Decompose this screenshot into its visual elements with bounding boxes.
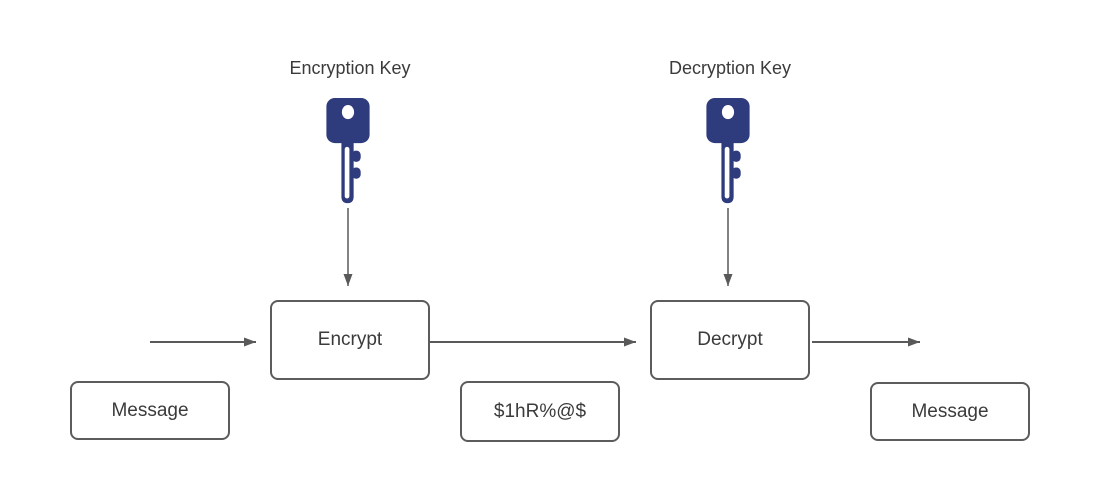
decrypt-node: Decrypt — [650, 300, 810, 380]
key-icon — [326, 98, 370, 204]
message-output-node: Message — [870, 382, 1030, 441]
message-input-node: Message — [70, 381, 230, 440]
key-icon — [706, 98, 750, 204]
message-input-label: Message — [111, 399, 189, 421]
decryption-key-label: Decryption Key — [668, 58, 792, 78]
decrypt-node-label: Decrypt — [697, 329, 763, 350]
ciphertext-node: $1hR%@$ — [460, 381, 620, 442]
encrypt-node: Encrypt — [270, 300, 430, 380]
message-output-label: Message — [911, 400, 989, 422]
encrypt-node-label: Encrypt — [317, 329, 383, 350]
ciphertext-label: $1hR%@$ — [493, 400, 587, 422]
encryption-key-label: Encryption Key — [289, 58, 411, 78]
